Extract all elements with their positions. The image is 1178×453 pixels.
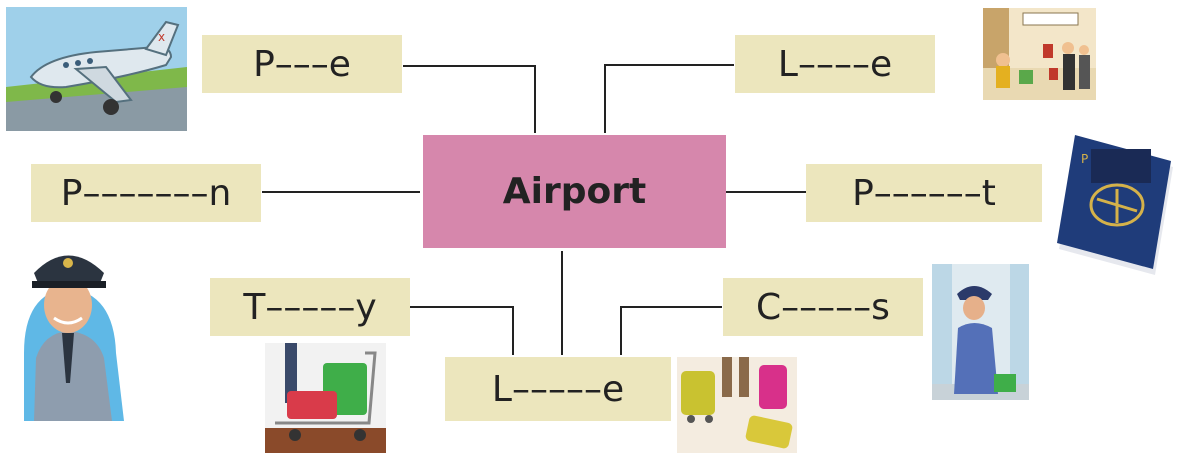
word-label-policeman: P–––––––n	[60, 172, 232, 214]
connector-plane	[403, 65, 536, 133]
word-label-luggage: L–––––e	[491, 368, 625, 410]
word-box-policeman: P–––––––n	[31, 164, 261, 222]
connector-trolley	[410, 306, 514, 355]
center-topic-box: Airport	[423, 135, 726, 248]
word-label-lounge: L––––e	[777, 43, 893, 85]
center-topic-label: Airport	[502, 171, 647, 212]
word-box-trolley: T–––––y	[210, 278, 410, 336]
plane-picture: x	[6, 7, 187, 131]
policeman-picture	[4, 233, 132, 421]
luggage-picture	[677, 357, 797, 453]
svg-text:P: P	[1081, 152, 1088, 166]
lounge-picture	[983, 8, 1096, 100]
word-label-passport: P––––––t	[852, 172, 996, 214]
connector-lounge	[604, 64, 734, 133]
customs-officer-picture	[932, 264, 1029, 400]
word-box-customs: C–––––s	[723, 278, 923, 336]
word-box-luggage: L–––––e	[445, 357, 671, 421]
word-box-passport: P––––––t	[806, 164, 1042, 222]
word-label-plane: P–––e	[253, 43, 351, 85]
word-label-trolley: T–––––y	[243, 286, 377, 328]
trolley-picture	[265, 343, 386, 453]
word-box-plane: P–––e	[202, 35, 402, 93]
svg-text:x: x	[158, 30, 165, 44]
word-label-customs: C–––––s	[756, 286, 890, 328]
passport-picture: P	[1053, 133, 1177, 275]
connector-customs	[620, 306, 722, 355]
word-box-lounge: L––––e	[735, 35, 935, 93]
